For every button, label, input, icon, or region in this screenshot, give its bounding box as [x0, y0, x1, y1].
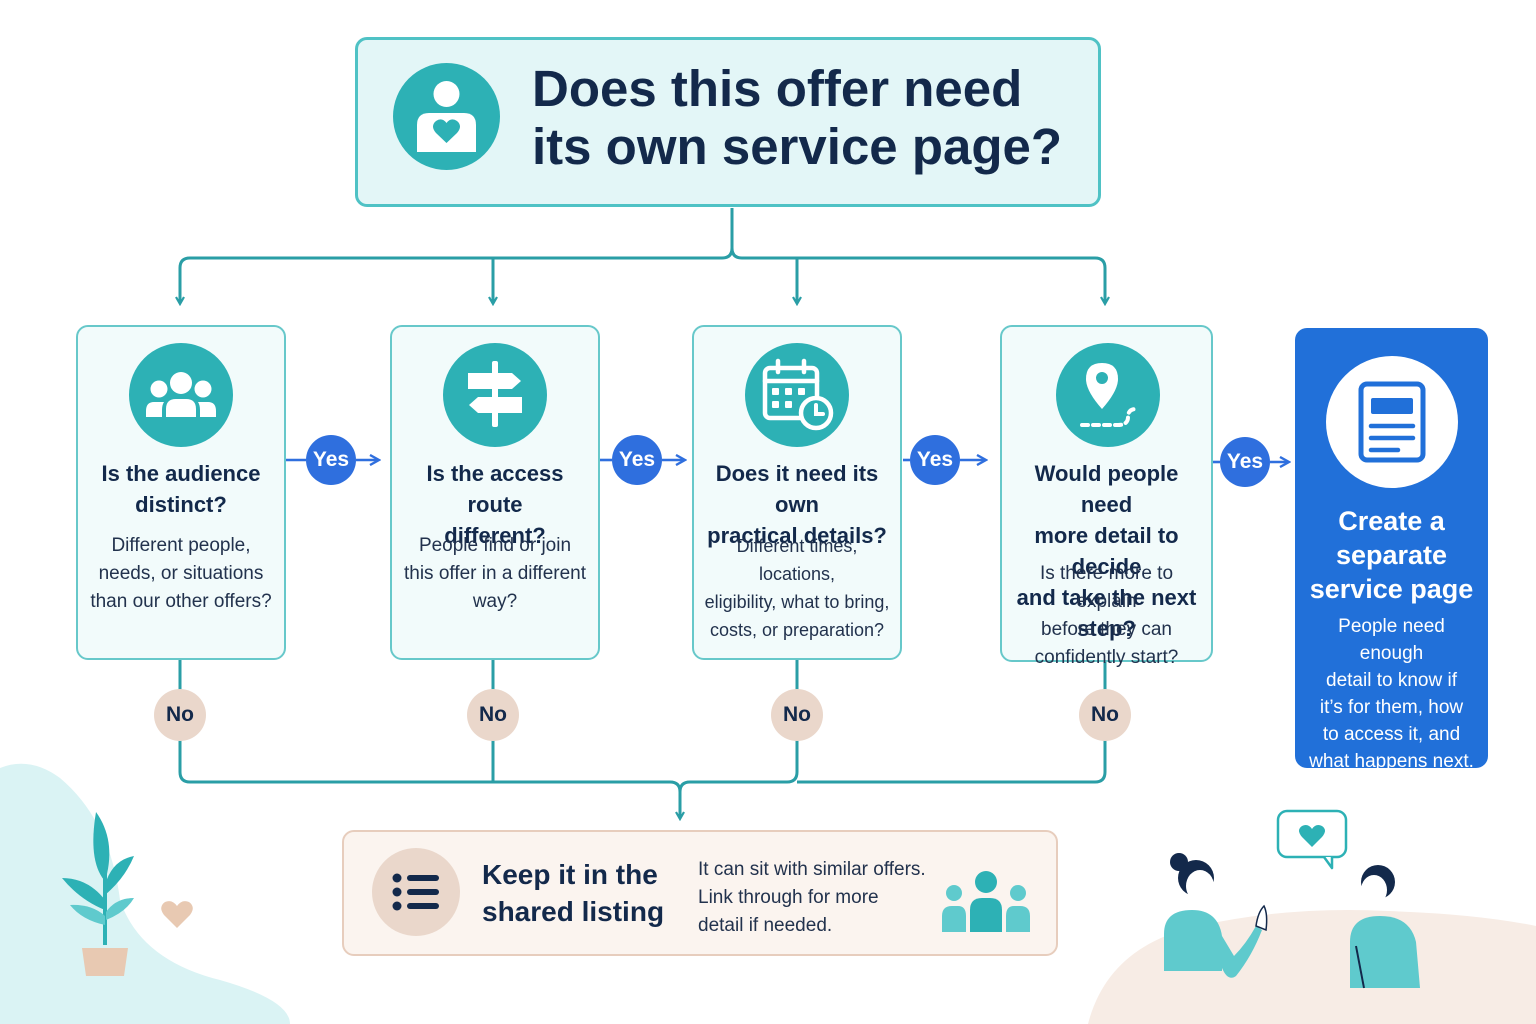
- result-detail-line: People need enough: [1338, 616, 1445, 664]
- document-page-icon: [1326, 356, 1458, 488]
- detail-line: Different people,: [111, 535, 251, 556]
- calendar-clock-icon: [745, 343, 849, 447]
- title-line-1: Does this offer need: [532, 60, 1023, 117]
- question-card-decision-detail: Would people need more detail to decide …: [1000, 325, 1213, 668]
- question-line: practical details?: [707, 523, 887, 548]
- yes-badge: Yes: [612, 435, 662, 485]
- result-separate-page: Create a separate service page People ne…: [1295, 328, 1488, 772]
- title-line-2: its own service page?: [532, 118, 1063, 175]
- detail-line: needs, or situations: [98, 563, 264, 584]
- signpost-icon: [443, 343, 547, 447]
- detail-line: People find or join: [418, 535, 572, 556]
- no-badge: No: [1079, 689, 1131, 741]
- people-group-icon: [940, 868, 1032, 934]
- shared-detail-line: It can sit with similar offers.: [698, 859, 926, 880]
- result-title-line: separate: [1335, 540, 1448, 570]
- question-line: Is the audience: [101, 461, 261, 486]
- detail-line: way?: [472, 591, 518, 612]
- result-shared-listing: Keep it in the shared listing It can sit…: [342, 830, 1058, 956]
- no-badge: No: [771, 689, 823, 741]
- question-card-practical-details: Does it need its own practical details? …: [692, 325, 902, 660]
- detail-line: eligibility, what to bring,: [704, 592, 890, 612]
- detail-line: before they can: [1041, 619, 1172, 640]
- question-line: and take the next step?: [1016, 585, 1197, 641]
- people-group-icon: [129, 343, 233, 447]
- question-line: Is the access route: [426, 461, 564, 517]
- shared-title-line: Keep it in the: [482, 859, 658, 890]
- question-line: different?: [444, 523, 546, 548]
- person-heart-icon: [393, 63, 500, 170]
- plant-decoration: [0, 763, 290, 1024]
- question-line: Does it need its own: [715, 461, 879, 517]
- result-detail-line: what happens next.: [1309, 751, 1474, 772]
- question-card-audience: Is the audience distinct? Different peop…: [76, 325, 286, 660]
- shared-title-line: shared listing: [482, 896, 665, 927]
- detail-line: this offer in a different: [403, 563, 587, 584]
- no-badge: No: [154, 689, 206, 741]
- yes-badge: Yes: [910, 435, 960, 485]
- detail-line: Is there more to explain: [1039, 563, 1174, 612]
- question-line: Would people need: [1034, 461, 1179, 517]
- result-detail-line: to access it, and: [1322, 724, 1461, 745]
- no-badge: No: [467, 689, 519, 741]
- detail-line: than our other offers?: [90, 591, 272, 612]
- location-path-icon: [1056, 343, 1160, 447]
- result-detail-line: detail to know if: [1326, 670, 1457, 691]
- result-title-line: Create a: [1338, 506, 1445, 536]
- yes-badge: Yes: [1220, 437, 1270, 487]
- shared-detail-line: Link through for more: [698, 887, 879, 908]
- question-line: distinct?: [135, 492, 227, 517]
- result-title-line: service page: [1309, 574, 1474, 604]
- conversation-illustration: [1088, 809, 1536, 1024]
- shared-detail-line: detail if needed.: [698, 915, 833, 936]
- detail-line: Different times, locations,: [736, 536, 858, 584]
- question-card-access-route: Is the access route different? People fi…: [390, 325, 600, 660]
- page-title: Does this offer need its own service pag…: [532, 60, 1072, 176]
- detail-line: confidently start?: [1034, 647, 1179, 668]
- yes-badge: Yes: [306, 435, 356, 485]
- detail-line: costs, or preparation?: [709, 620, 885, 640]
- list-icon: [372, 848, 460, 936]
- result-detail-line: it’s for them, how: [1319, 697, 1464, 718]
- question-line: more detail to decide: [1034, 523, 1179, 579]
